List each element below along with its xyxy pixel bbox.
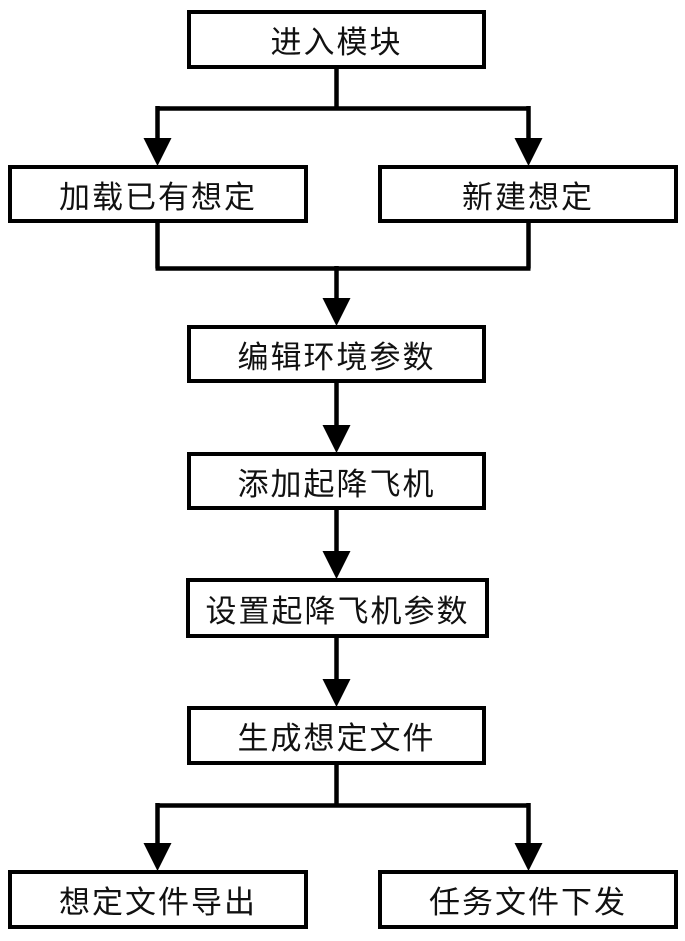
connector-merge-to-env [155, 221, 531, 304]
flow-node-export-scenario-file: 想定文件导出 [8, 870, 308, 929]
flow-node-add-takeoff-landing-aircraft: 添加起降飞机 [187, 452, 486, 510]
arrowhead-to-generate [322, 679, 351, 707]
arrowhead-to-add [322, 425, 351, 453]
arrowhead-to-env [322, 298, 351, 326]
arrowhead-to-dispatch [514, 843, 543, 871]
arrowhead-to-export [143, 843, 172, 871]
connector-generate-split [155, 763, 531, 849]
arrowhead-to-new [514, 138, 543, 166]
flow-node-dispatch-task-file: 任务文件下发 [378, 870, 678, 929]
arrowhead-to-setparam [322, 551, 351, 579]
connector-enter-split [155, 67, 531, 144]
flow-node-generate-scenario-file: 生成想定文件 [187, 706, 486, 765]
flow-node-enter-module: 进入模块 [187, 10, 486, 69]
flow-node-set-aircraft-params: 设置起降飞机参数 [186, 578, 489, 638]
arrowhead-to-load [143, 138, 172, 166]
flow-node-edit-environment-params: 编辑环境参数 [187, 325, 486, 383]
flow-node-new-scenario: 新建想定 [378, 165, 678, 223]
flow-node-load-existing-scenario: 加载已有想定 [8, 165, 308, 223]
